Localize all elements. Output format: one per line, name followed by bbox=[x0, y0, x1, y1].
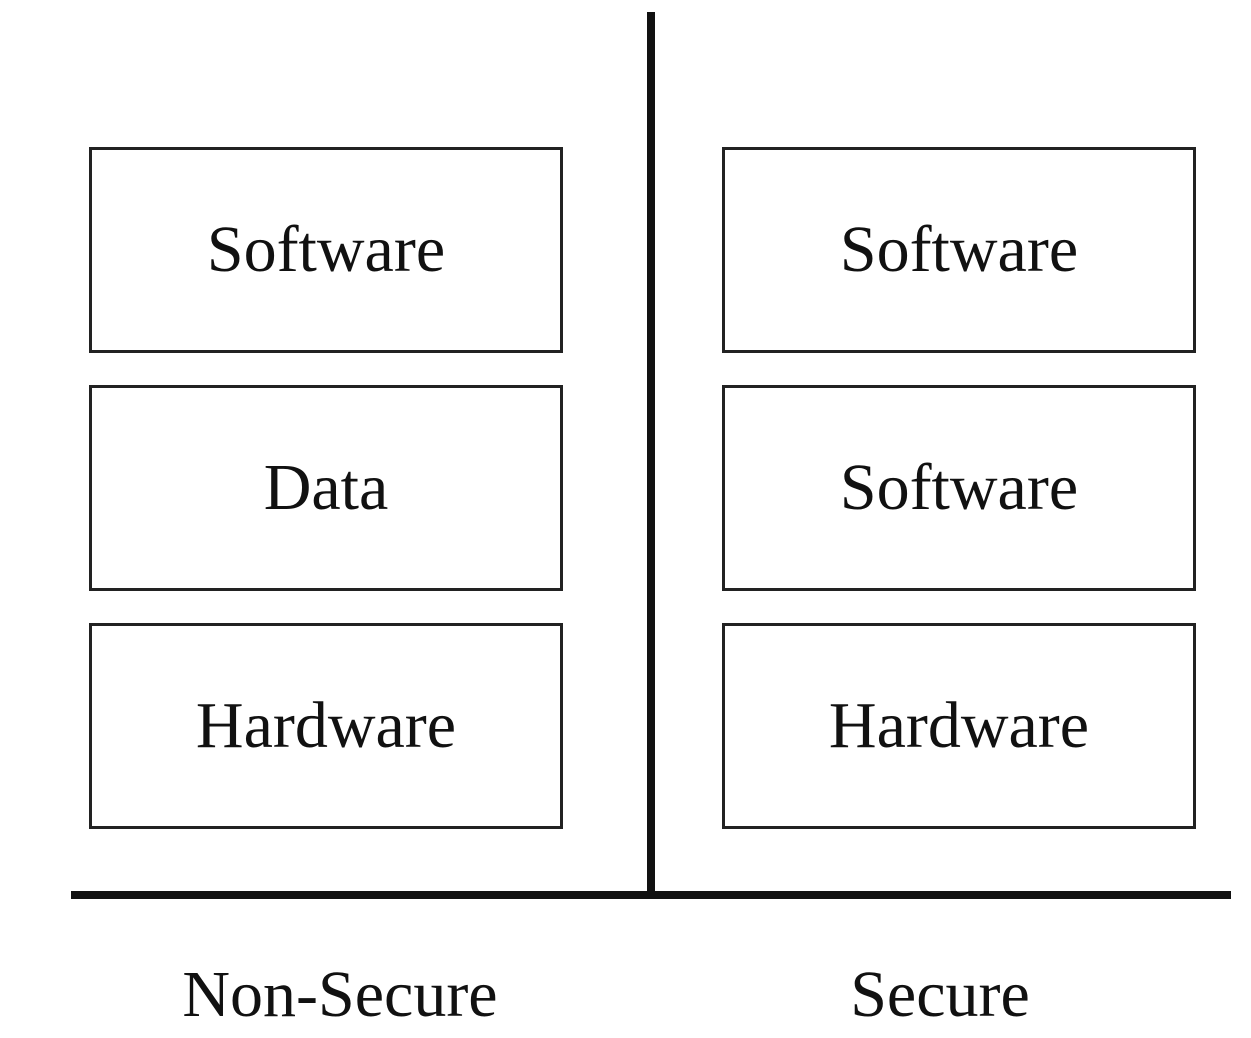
non-secure-data-box: Data bbox=[89, 385, 563, 591]
box-label: Software bbox=[839, 451, 1079, 524]
baseline-divider bbox=[71, 891, 1231, 899]
secure-software-box-2: Software bbox=[722, 385, 1196, 591]
box-label: Software bbox=[839, 213, 1079, 286]
non-secure-hardware-box: Hardware bbox=[89, 623, 563, 829]
box-label: Data bbox=[263, 451, 389, 524]
vertical-divider bbox=[647, 12, 655, 896]
box-label: Software bbox=[206, 213, 446, 286]
box-label: Hardware bbox=[195, 689, 457, 762]
secure-hardware-box: Hardware bbox=[722, 623, 1196, 829]
non-secure-label: Non-Secure bbox=[182, 958, 498, 1031]
non-secure-software-box: Software bbox=[89, 147, 563, 353]
secure-software-box: Software bbox=[722, 147, 1196, 353]
box-label: Hardware bbox=[828, 689, 1090, 762]
secure-label: Secure bbox=[850, 958, 1030, 1031]
